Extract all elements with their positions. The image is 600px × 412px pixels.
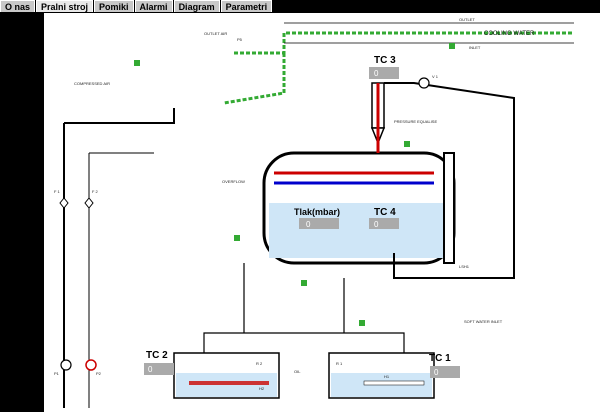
tab-pralni-stroj[interactable]: Pralni stroj	[36, 0, 94, 12]
p5-label: P5	[237, 37, 243, 42]
tab-parametri[interactable]: Parametri	[220, 0, 273, 12]
tc2-value-box	[144, 363, 174, 375]
filter-f2-icon	[84, 197, 94, 209]
p1-label: P1	[54, 371, 60, 376]
heater-h2	[189, 381, 269, 385]
valve-indicator-soft-water[interactable]	[359, 320, 365, 326]
f1-label: F 1	[54, 189, 61, 194]
tc4-value-box	[369, 218, 399, 229]
tc4-value: 0	[374, 220, 379, 229]
tc2-value: 0	[148, 365, 153, 374]
f2-label: F 2	[92, 189, 99, 194]
tab-pomiki[interactable]: Pomiki	[94, 0, 134, 12]
valve-indicator-overflow[interactable]	[234, 235, 240, 241]
tab-diagram[interactable]: Diagram	[173, 0, 220, 12]
tc4-label: TC 4	[374, 207, 396, 218]
vessel-door	[443, 152, 455, 264]
tc1-value: 0	[434, 368, 439, 377]
pressure-value-box	[299, 218, 339, 229]
pressure-value: 0	[306, 220, 311, 229]
overflow-label: OVERFLOW	[222, 179, 245, 184]
process-diagram: OUTLET COOLING WATER INLET OUTLET AIR CO…	[44, 13, 600, 412]
tc1-value-box	[430, 366, 460, 378]
recirculation-loop	[384, 82, 515, 279]
valve-indicator-compressed-air[interactable]	[134, 60, 140, 66]
compressed-air-label: COMPRESSED AIR	[74, 81, 110, 86]
h1-label: H1	[384, 374, 390, 379]
h2-label: H2	[259, 386, 265, 391]
tc3-label: TC 3	[374, 55, 396, 66]
tab-o-nas[interactable]: O nas	[0, 0, 36, 12]
pump-p2-icon[interactable]	[85, 359, 97, 371]
process-diagram-svg: OUTLET COOLING WATER INLET OUTLET AIR CO…	[54, 17, 574, 408]
v1-label: V 1	[432, 74, 439, 79]
tc3-value: 0	[374, 69, 379, 78]
pump-v1-icon[interactable]	[418, 77, 430, 89]
valve-indicator-drain[interactable]	[301, 280, 307, 286]
tab-alarmi[interactable]: Alarmi	[134, 0, 173, 12]
outlet-inlet-lines	[284, 22, 574, 44]
p2-label: P2	[96, 371, 102, 376]
tab-bar: O nas Pralni stroj Pomiki Alarmi Diagram…	[0, 0, 600, 13]
vessel-water	[269, 203, 449, 258]
heater-h1	[363, 380, 425, 386]
oil-label: OIL	[294, 369, 301, 374]
lsh1-label: LSH1	[459, 264, 470, 269]
cooling-water-branch	[223, 53, 286, 105]
left-panel	[0, 13, 44, 412]
pressure-equalise-label: PRESSURE EQUALISE	[394, 119, 437, 124]
tc3-value-box	[369, 67, 399, 79]
r1-label: R 1	[336, 361, 343, 366]
tc2-label: TC 2	[146, 350, 168, 361]
cooling-water-label: COOLING WATER	[484, 31, 535, 37]
soft-water-inlet-label: SOFT WATER INLET	[464, 319, 503, 324]
tc1-label: TC 1	[429, 353, 451, 364]
pump-p1-icon[interactable]	[60, 359, 72, 371]
outlet-air-label: OUTLET AIR	[204, 31, 227, 36]
valve-indicator-equalise[interactable]	[404, 141, 410, 147]
inlet-label: INLET	[469, 45, 481, 50]
filter-f1-icon	[59, 197, 69, 209]
valve-indicator-inlet[interactable]	[449, 43, 455, 49]
pressure-label: Tlak(mbar)	[294, 207, 340, 217]
outlet-label: OUTLET	[459, 17, 475, 22]
r2-label: R 2	[256, 361, 263, 366]
connection-pipes	[203, 263, 405, 353]
